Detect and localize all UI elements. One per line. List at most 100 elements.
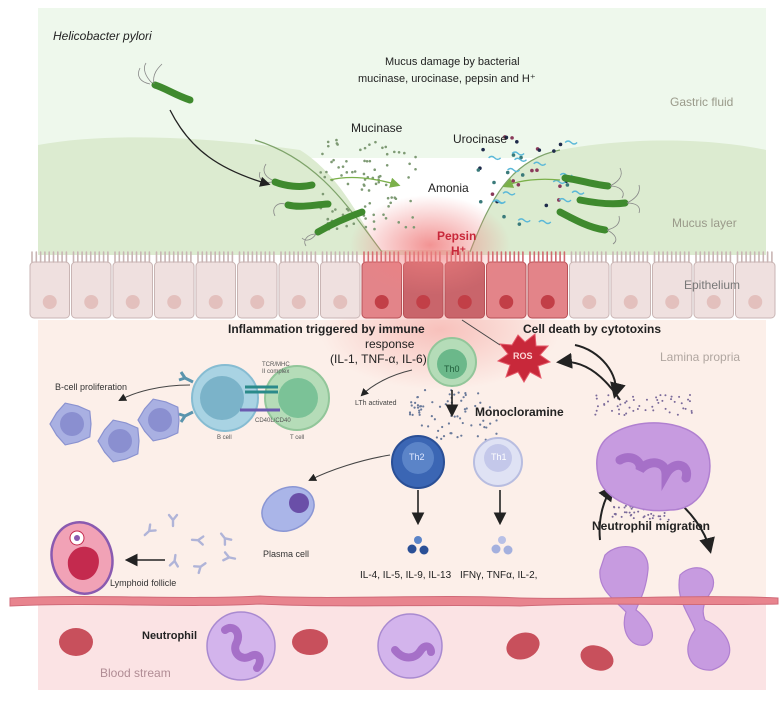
- mucinase-dot: [409, 199, 412, 203]
- mucinase-dot: [334, 208, 337, 211]
- epithelial-nucleus: [706, 295, 721, 309]
- urocinase-dot: [481, 147, 485, 152]
- th1-cytokines-label: IFNγ, TNFα, IL-2,: [460, 570, 538, 581]
- granule-dot: [647, 513, 650, 516]
- granule-dot: [617, 506, 620, 509]
- granule-dot: [652, 409, 655, 412]
- mucinase-dot: [345, 160, 348, 163]
- urocinase-dot: [544, 203, 549, 208]
- urocinase-dot: [511, 179, 515, 183]
- epithelial-nucleus: [374, 295, 389, 309]
- microvilli: [612, 251, 649, 263]
- monocloramine-dot: [448, 393, 451, 396]
- monocloramine-dot: [460, 434, 463, 437]
- monocloramine-dot: [427, 425, 430, 428]
- epithelial-nucleus: [42, 295, 57, 309]
- blood-stream-label: Blood stream: [100, 666, 171, 680]
- inflammation-label-line3: (IL-1, TNF-α, IL-6): [330, 352, 427, 366]
- mucinase-dot: [367, 189, 371, 192]
- mucinase-dot: [360, 188, 364, 191]
- monocloramine-dot: [444, 403, 447, 406]
- mucinase-dot: [393, 196, 397, 199]
- granule-dot: [659, 515, 662, 518]
- microvilli: [31, 251, 68, 263]
- antibody-receptor-icon: [178, 371, 194, 423]
- monocloramine-dot: [458, 417, 462, 420]
- epithelial-cell: [610, 261, 651, 319]
- granule-dot: [688, 394, 691, 397]
- antibody-icon: [192, 562, 207, 575]
- monocloramine-dot: [442, 435, 446, 438]
- microvilli: [280, 251, 317, 263]
- granule-dot: [633, 511, 636, 514]
- monocloramine-dot: [488, 406, 492, 409]
- granule-dot: [656, 398, 659, 401]
- epithelial-nucleus: [623, 295, 638, 309]
- mucus-layer-label: Mucus layer: [672, 216, 737, 230]
- neutrophil-blood-icon: [377, 613, 443, 679]
- mucinase-dot: [351, 170, 354, 174]
- cell-death-label: Cell death by cytotoxins: [523, 322, 662, 336]
- mucinase-dot: [363, 146, 367, 150]
- monocloramine-dot: [408, 411, 412, 414]
- mucinase-dot: [368, 159, 372, 163]
- urocinase-dot: [552, 149, 556, 153]
- mucinase-dot: [332, 158, 335, 162]
- granule-dot: [678, 395, 681, 398]
- inflammation-label-line1: Inflammation triggered by immune: [228, 322, 425, 336]
- monocloramine-dot: [479, 423, 482, 426]
- urocinase-dot: [505, 170, 510, 175]
- mucinase-dot: [364, 217, 367, 220]
- epithelial-nucleus: [167, 295, 182, 309]
- monocloramine-dot: [460, 399, 463, 402]
- h-plus-label: H⁺: [451, 244, 466, 258]
- monocloramine-dot: [431, 401, 434, 404]
- mucinase-dot: [387, 205, 390, 208]
- mucinase-dot: [412, 225, 416, 229]
- t-cell-nucleus: [278, 378, 318, 418]
- urocinase-dot: [504, 135, 509, 140]
- monocloramine-dot: [461, 421, 464, 425]
- granule-dot: [614, 513, 617, 516]
- granule-dot: [624, 504, 627, 507]
- epithelial-nucleus: [540, 295, 555, 309]
- monocloramine-dot: [477, 392, 480, 395]
- th1-label: Th1: [491, 452, 507, 462]
- th0-nucleus: [437, 349, 467, 379]
- granule-dot: [663, 511, 666, 514]
- granule-dot: [657, 515, 660, 518]
- monocloramine-dot: [453, 393, 456, 396]
- b-cell-nucleus: [60, 412, 84, 436]
- mucinase-dot: [335, 227, 339, 231]
- arrow-mucinase-to-amonia: [329, 176, 401, 188]
- granule-dot: [651, 517, 654, 520]
- migrating-neutrophil-icon: [678, 567, 731, 671]
- granule-dot: [670, 398, 673, 401]
- antibody-icon: [222, 551, 237, 562]
- granule-dot: [595, 394, 598, 397]
- microvilli: [155, 251, 192, 263]
- granule-dot: [595, 397, 598, 400]
- arrow-bacteria-to-mucus: [169, 109, 271, 187]
- arrow-bcell-to-proliferation: [118, 384, 191, 401]
- mucinase-particles: [319, 138, 417, 231]
- urocinase-dot: [517, 222, 522, 226]
- gastric-fluid-label: Gastric fluid: [670, 95, 734, 109]
- monocloramine-dot: [418, 411, 421, 414]
- granule-dot: [638, 404, 641, 407]
- granule-dot: [673, 400, 676, 403]
- th1-cytokine-beads-icon: [491, 536, 513, 555]
- monocloramine-dot: [410, 404, 413, 407]
- mucinase-dot: [345, 224, 348, 228]
- mucinase-dot: [404, 225, 408, 229]
- b-cell-label: B cell: [217, 435, 232, 441]
- monocloramine-dot: [422, 405, 425, 408]
- mucinase-dot: [403, 151, 406, 155]
- epithelial-nucleus: [499, 295, 514, 309]
- monocloramine-dot: [418, 413, 421, 416]
- mucinase-dot: [341, 165, 345, 168]
- granule-dot: [623, 506, 626, 509]
- th2-nucleus: [402, 442, 434, 474]
- mucinase-dot: [384, 216, 388, 220]
- monocloramine-dot: [495, 419, 498, 422]
